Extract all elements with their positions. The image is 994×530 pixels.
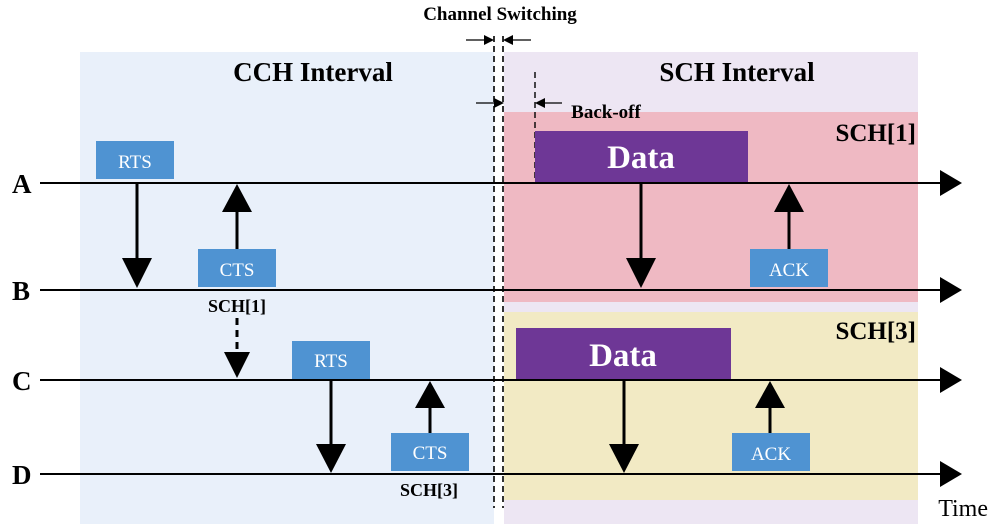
ack-arrow-1-head bbox=[774, 184, 804, 212]
channel-switching-title: Channel Switching bbox=[423, 4, 577, 25]
cts-frame-1 bbox=[198, 249, 276, 287]
node-label-c: C bbox=[12, 366, 32, 396]
node-label-d: D bbox=[12, 460, 32, 490]
cts-2-channel-label: SCH[3] bbox=[400, 480, 458, 500]
sch1-channel-label: SCH[1] bbox=[835, 120, 916, 147]
timeline-a-arrowhead bbox=[940, 170, 962, 196]
cts-frame-2-label: CTS bbox=[413, 443, 448, 464]
data-arrow-2-head bbox=[609, 444, 639, 473]
cts-1-channel-label: SCH[1] bbox=[208, 296, 266, 316]
ack-frame-1-label: ACK bbox=[769, 260, 809, 281]
time-axis-label: Time bbox=[938, 496, 988, 522]
ack-frame-2-label: ACK bbox=[751, 444, 791, 465]
cts-frame-1-label: CTS bbox=[220, 260, 255, 281]
data-arrow-1-head bbox=[626, 258, 656, 288]
cts-arrow-2-head bbox=[415, 381, 445, 408]
ack-arrow-2-head bbox=[755, 381, 785, 408]
data-frame-2 bbox=[516, 328, 731, 379]
cch-interval-label: CCH Interval bbox=[233, 57, 393, 87]
cts-arrow-1-head bbox=[222, 184, 252, 212]
data-frame-2-label: Data bbox=[589, 338, 657, 374]
rts-frame-2 bbox=[292, 341, 370, 379]
rts-arrow-2-head bbox=[316, 444, 346, 473]
rts-frame-1-label: RTS bbox=[118, 152, 152, 173]
sch-interval-label: SCH Interval bbox=[659, 57, 815, 87]
rts-arrow-1-head bbox=[122, 258, 152, 288]
channel-notice-arrow-head bbox=[224, 352, 250, 378]
node-label-b: B bbox=[12, 276, 30, 306]
timeline-c-arrowhead bbox=[940, 367, 962, 393]
rts-frame-2-label: RTS bbox=[314, 351, 348, 372]
data-frame-1-label: Data bbox=[607, 140, 675, 176]
timeline-b-arrowhead bbox=[940, 277, 962, 303]
rts-frame-1 bbox=[96, 141, 174, 179]
ack-frame-2 bbox=[732, 433, 810, 471]
timeline-d-arrowhead bbox=[940, 461, 962, 487]
data-frame-1 bbox=[535, 131, 748, 182]
backoff-label: Back-off bbox=[571, 102, 641, 123]
sch3-channel-label: SCH[3] bbox=[835, 318, 916, 345]
ack-frame-1 bbox=[750, 249, 828, 287]
node-label-a: A bbox=[12, 169, 32, 199]
cts-frame-2 bbox=[391, 433, 469, 471]
